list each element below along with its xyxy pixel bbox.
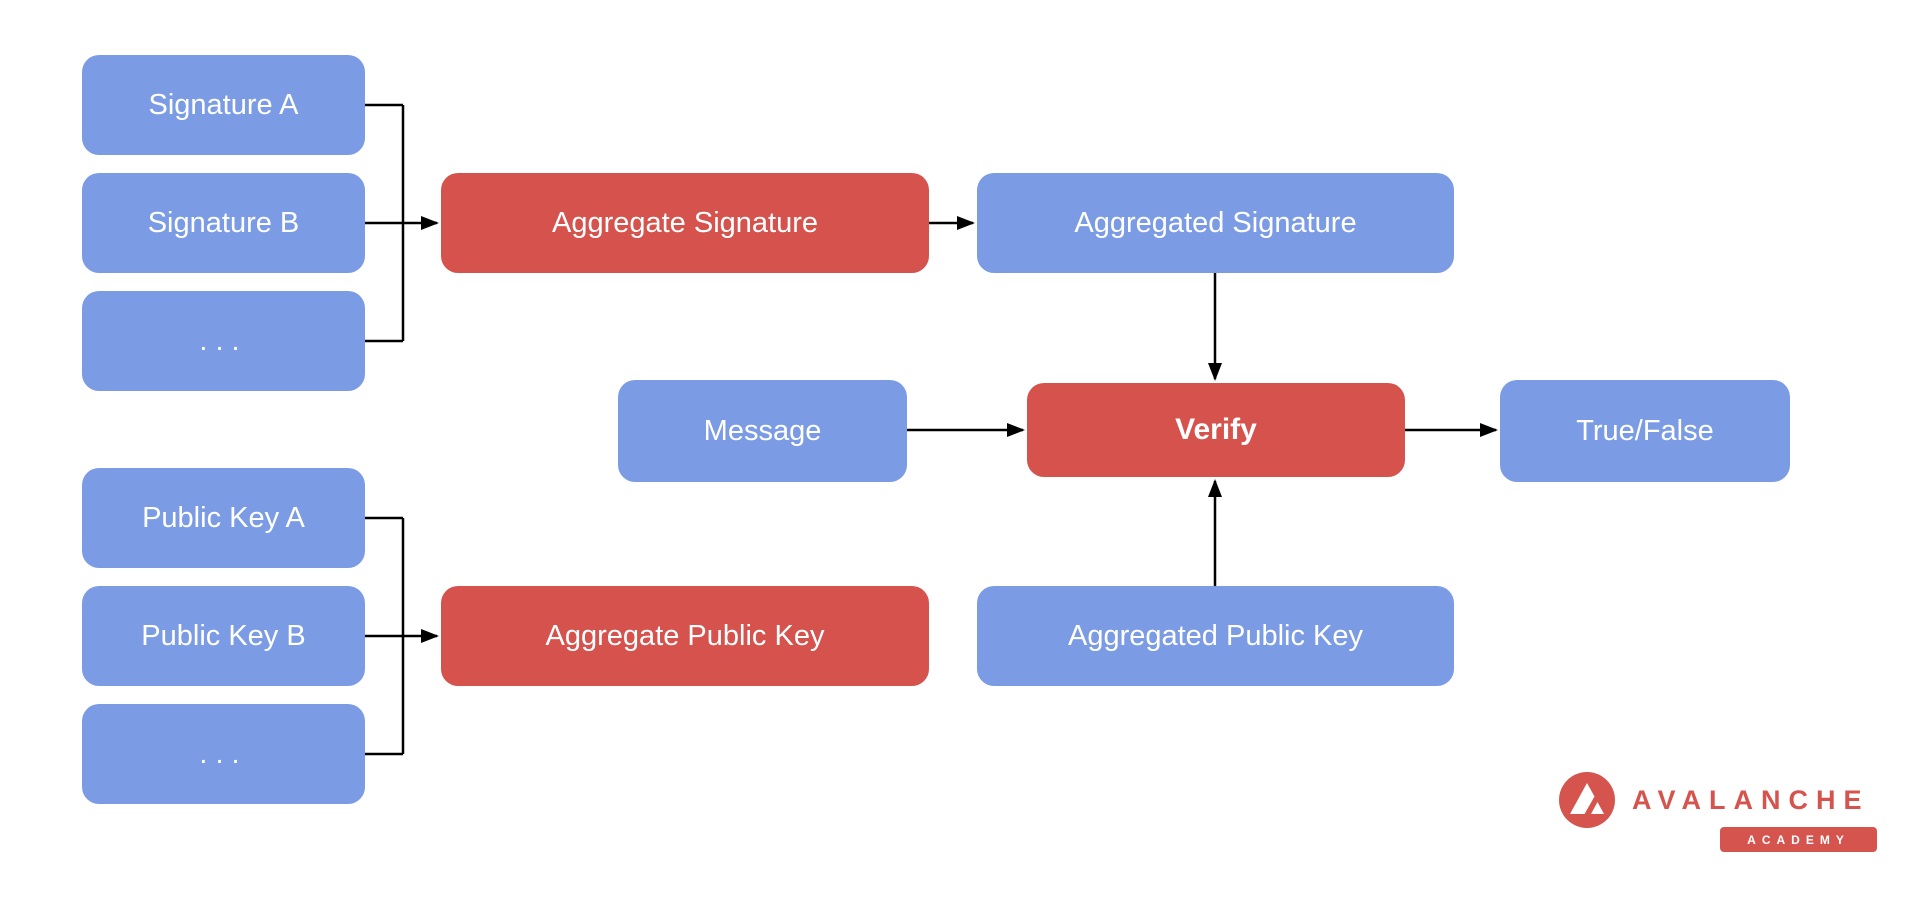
node-public-keys-ellipsis: ... bbox=[82, 704, 365, 804]
node-public-key-b: Public Key B bbox=[82, 586, 365, 686]
node-label: Aggregate Public Key bbox=[545, 619, 825, 652]
node-label: ... bbox=[199, 324, 248, 357]
node-signature-b: Signature B bbox=[82, 173, 365, 273]
node-label: Message bbox=[703, 414, 822, 447]
avalanche-logo-icon bbox=[1559, 772, 1615, 828]
node-aggregate-signature: Aggregate Signature bbox=[441, 173, 929, 273]
node-label: Public Key B bbox=[141, 619, 306, 652]
node-signature-a: Signature A bbox=[82, 55, 365, 155]
node-label: True/False bbox=[1576, 414, 1714, 447]
node-verify: Verify bbox=[1027, 383, 1405, 477]
logo-badge-text: ACADEMY bbox=[1747, 832, 1850, 847]
node-true-false: True/False bbox=[1500, 380, 1790, 482]
node-aggregated-signature: Aggregated Signature bbox=[977, 173, 1454, 273]
node-label: ... bbox=[199, 737, 248, 770]
node-public-key-a: Public Key A bbox=[82, 468, 365, 568]
node-label: Signature A bbox=[148, 88, 299, 121]
node-label: Aggregate Signature bbox=[551, 206, 819, 239]
node-signatures-ellipsis: ... bbox=[82, 291, 365, 391]
logo-brand-text: AVALANCHE bbox=[1632, 785, 1870, 815]
node-label: Verify bbox=[1175, 413, 1257, 446]
node-aggregate-public-key: Aggregate Public Key bbox=[441, 586, 929, 686]
node-message: Message bbox=[618, 380, 907, 482]
logo-academy-badge: ACADEMY bbox=[1720, 827, 1877, 852]
node-label: Aggregated Public Key bbox=[1067, 619, 1364, 652]
node-aggregated-public-key: Aggregated Public Key bbox=[977, 586, 1454, 686]
node-label: Public Key A bbox=[142, 501, 305, 534]
avalanche-academy-logo: AVALANCHE ACADEMY bbox=[1556, 769, 1888, 857]
node-label: Signature B bbox=[147, 206, 300, 239]
node-label: Aggregated Signature bbox=[1074, 206, 1357, 239]
